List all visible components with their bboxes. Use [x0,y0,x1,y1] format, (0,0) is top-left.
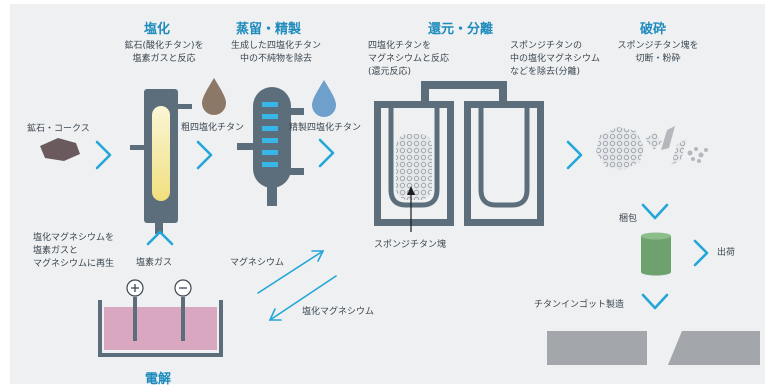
reduction-description: 四塩化チタンを マグネシウムと反応 (還元反応) [368,41,450,77]
magnesium-arrow [257,250,325,294]
mg-chloride-arrow [268,275,337,321]
flow-chevron-ore [95,140,112,170]
crushed-sponge-pieces [596,126,708,170]
heading-distillation: 蒸留・精製 [236,22,302,37]
flow-chevron-ingot-down [641,293,669,310]
heading-crushing: 破砕 [640,22,667,37]
ore-label: 鉱石・コークス [27,124,90,134]
separation-description: スポンジチタンの 中の塩化マグネシウム などを除去(分離) [510,41,601,77]
refined-ticl4-label: 精製四塩化チタン [289,123,362,133]
chlorine-gas-label: 塩素ガス [136,258,173,268]
electrolysis-cell [98,279,223,357]
flow-chevron-reduction [566,140,583,170]
ingot-label: チタンインゴット製造 [534,300,625,310]
flow-chevron-distillation [318,138,335,168]
crude-ticl4-drop [202,78,226,115]
sponge-lump-label: スポンジチタン塊 [374,240,447,250]
reduction-separation-vessels [374,81,544,232]
packing-label: 梱包 [619,214,638,224]
sponge-titanium-mass [396,134,432,200]
flow-chevron-crush-down [641,203,669,220]
crude-ticl4-label: 粗四塩化チタン [181,123,245,133]
flow-chevron-ship [693,239,709,267]
heading-reduction: 還元・分離 [428,22,494,37]
shipping-label: 出荷 [717,248,736,258]
flow-chevron-chlorine-up [146,230,174,246]
magnesium-label: マグネシウム [230,258,285,268]
titanium-ingot-right [668,331,760,365]
distillation-description: 生成した四塩化チタン 中の不純物を除去 [230,41,321,64]
refined-ticl4-drop [312,80,336,117]
regeneration-description: 塩化マグネシウムを 塩素ガスと マグネシウムに再生 [33,233,115,269]
chlorination-description: 鉱石(酸化チタン)を 塩素ガスと反応 [124,41,204,64]
titanium-ingot-left [547,331,647,365]
heading-chlorination: 塩化 [144,22,171,37]
ore-coke-shape [40,138,80,161]
heading-electrolysis: 電解 [145,372,172,387]
crushing-description: スポンジチタン塊を 切断・粉砕 [617,41,699,64]
mg-chloride-label: 塩化マグネシウム [302,307,375,317]
flow-chevron-chlorination [196,140,213,170]
chlorination-furnace [130,89,192,234]
packaged-product [641,232,671,276]
distillation-column [237,87,304,206]
